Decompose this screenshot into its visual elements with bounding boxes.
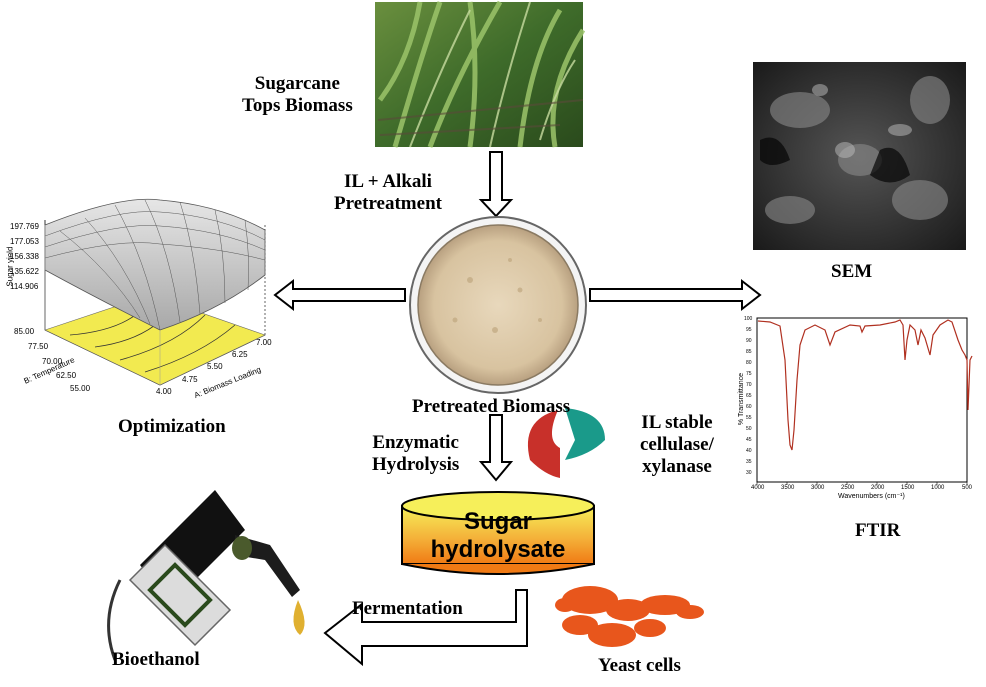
surface-plot <box>44 198 266 386</box>
ftir-y-tick-1: 100 <box>744 316 753 322</box>
fermentation-label: Fermentation <box>352 598 463 619</box>
yeast-cells-icon <box>555 586 704 647</box>
sem-label: SEM <box>831 261 873 282</box>
enzymatic-hydrolysis-label: Enzymatic Hydrolysis <box>372 432 460 475</box>
yeast-cells-label: Yeast cells <box>598 655 681 676</box>
ftir-x-tick-4: 2500 <box>841 485 855 491</box>
bioethanol-label: Bioethanol <box>112 649 200 670</box>
ftir-y-tick-7: 70 <box>746 382 752 388</box>
ftir-y-label: % Transmittance <box>738 372 746 426</box>
ftir-y-tick-3: 90 <box>746 338 752 344</box>
ftir-y-tick-6: 75 <box>746 371 752 377</box>
ftir-x-label: Wavenumbers (cm⁻¹) <box>838 493 905 500</box>
arrow-to-sem <box>589 278 762 312</box>
surface-x-tick-5: 7.00 <box>256 338 272 347</box>
ftir-y-tick-5: 80 <box>746 360 752 366</box>
il-stable-enzyme-label: IL stable cellulase/ xylanase <box>640 412 714 477</box>
sugar-hydrolysate-tank <box>401 491 595 575</box>
ftir-x-tick-6: 1500 <box>901 485 915 491</box>
pretreatment-label: IL + Alkali Pretreatment <box>334 171 442 214</box>
surface-x-tick-3: 5.50 <box>207 362 223 371</box>
ftir-plot <box>756 317 973 485</box>
sem-image <box>753 62 966 250</box>
arrow-pretreatment <box>478 151 514 218</box>
surface-z-tick-1: 197.769 <box>10 222 39 231</box>
ftir-x-tick-5: 2000 <box>871 485 885 491</box>
sugarcane-photo <box>375 0 586 148</box>
ftir-y-tick-9: 60 <box>746 404 752 410</box>
sugarcane-label: Sugarcane Tops Biomass <box>242 73 353 116</box>
ftir-x-tick-1: 4000 <box>751 485 765 491</box>
ftir-x-tick-8: 500 <box>962 485 973 491</box>
surface-z-tick-4: 135.622 <box>10 267 39 276</box>
ftir-label: FTIR <box>855 520 901 541</box>
surface-y-tick-5: 55.00 <box>70 384 91 393</box>
surface-y-tick-4: 62.50 <box>56 371 77 380</box>
surface-z-tick-5: 114.906 <box>10 282 39 291</box>
arrow-fermentation <box>323 589 528 667</box>
response-surface <box>44 198 266 331</box>
surface-y-tick-3: 70.00 <box>42 357 63 366</box>
ftir-y-tick-11: 50 <box>746 426 752 432</box>
ftir-y-tick-14: 35 <box>746 459 752 465</box>
ftir-y-tick-15: 30 <box>746 470 752 476</box>
fuel-nozzle-icon <box>107 490 305 661</box>
ftir-y-tick-4: 85 <box>746 349 752 355</box>
pretreated-biomass-label: Pretreated Biomass <box>412 396 571 417</box>
surface-x-tick-2: 4.75 <box>182 375 198 384</box>
arrow-hydrolysis <box>478 414 514 482</box>
surface-z-tick-3: 156.338 <box>10 252 39 261</box>
sugar-hydrolysate-label: Sugar hydrolysate <box>430 508 566 563</box>
arrow-to-optimization <box>273 278 406 312</box>
ftir-y-tick-10: 55 <box>746 415 752 421</box>
surface-x-tick-1: 4.00 <box>156 387 172 396</box>
ftir-x-tick-3: 3000 <box>811 485 825 491</box>
ftir-x-tick-2: 3500 <box>781 485 795 491</box>
surface-y-tick-1: 85.00 <box>14 327 35 336</box>
ftir-y-tick-8: 65 <box>746 393 752 399</box>
ftir-y-tick-2: 95 <box>746 327 752 333</box>
ftir-spectrum-line <box>757 319 973 451</box>
enzyme-icon <box>527 408 605 478</box>
surface-y-tick-2: 77.50 <box>28 342 49 351</box>
optimization-label: Optimization <box>118 416 226 437</box>
surface-z-tick-2: 177.053 <box>10 237 39 246</box>
surface-x-tick-4: 6.25 <box>232 350 248 359</box>
ftir-y-tick-13: 40 <box>746 448 752 454</box>
ftir-x-tick-7: 1000 <box>931 485 945 491</box>
ftir-y-tick-12: 45 <box>746 437 752 443</box>
pretreated-biomass-dish <box>409 216 587 394</box>
